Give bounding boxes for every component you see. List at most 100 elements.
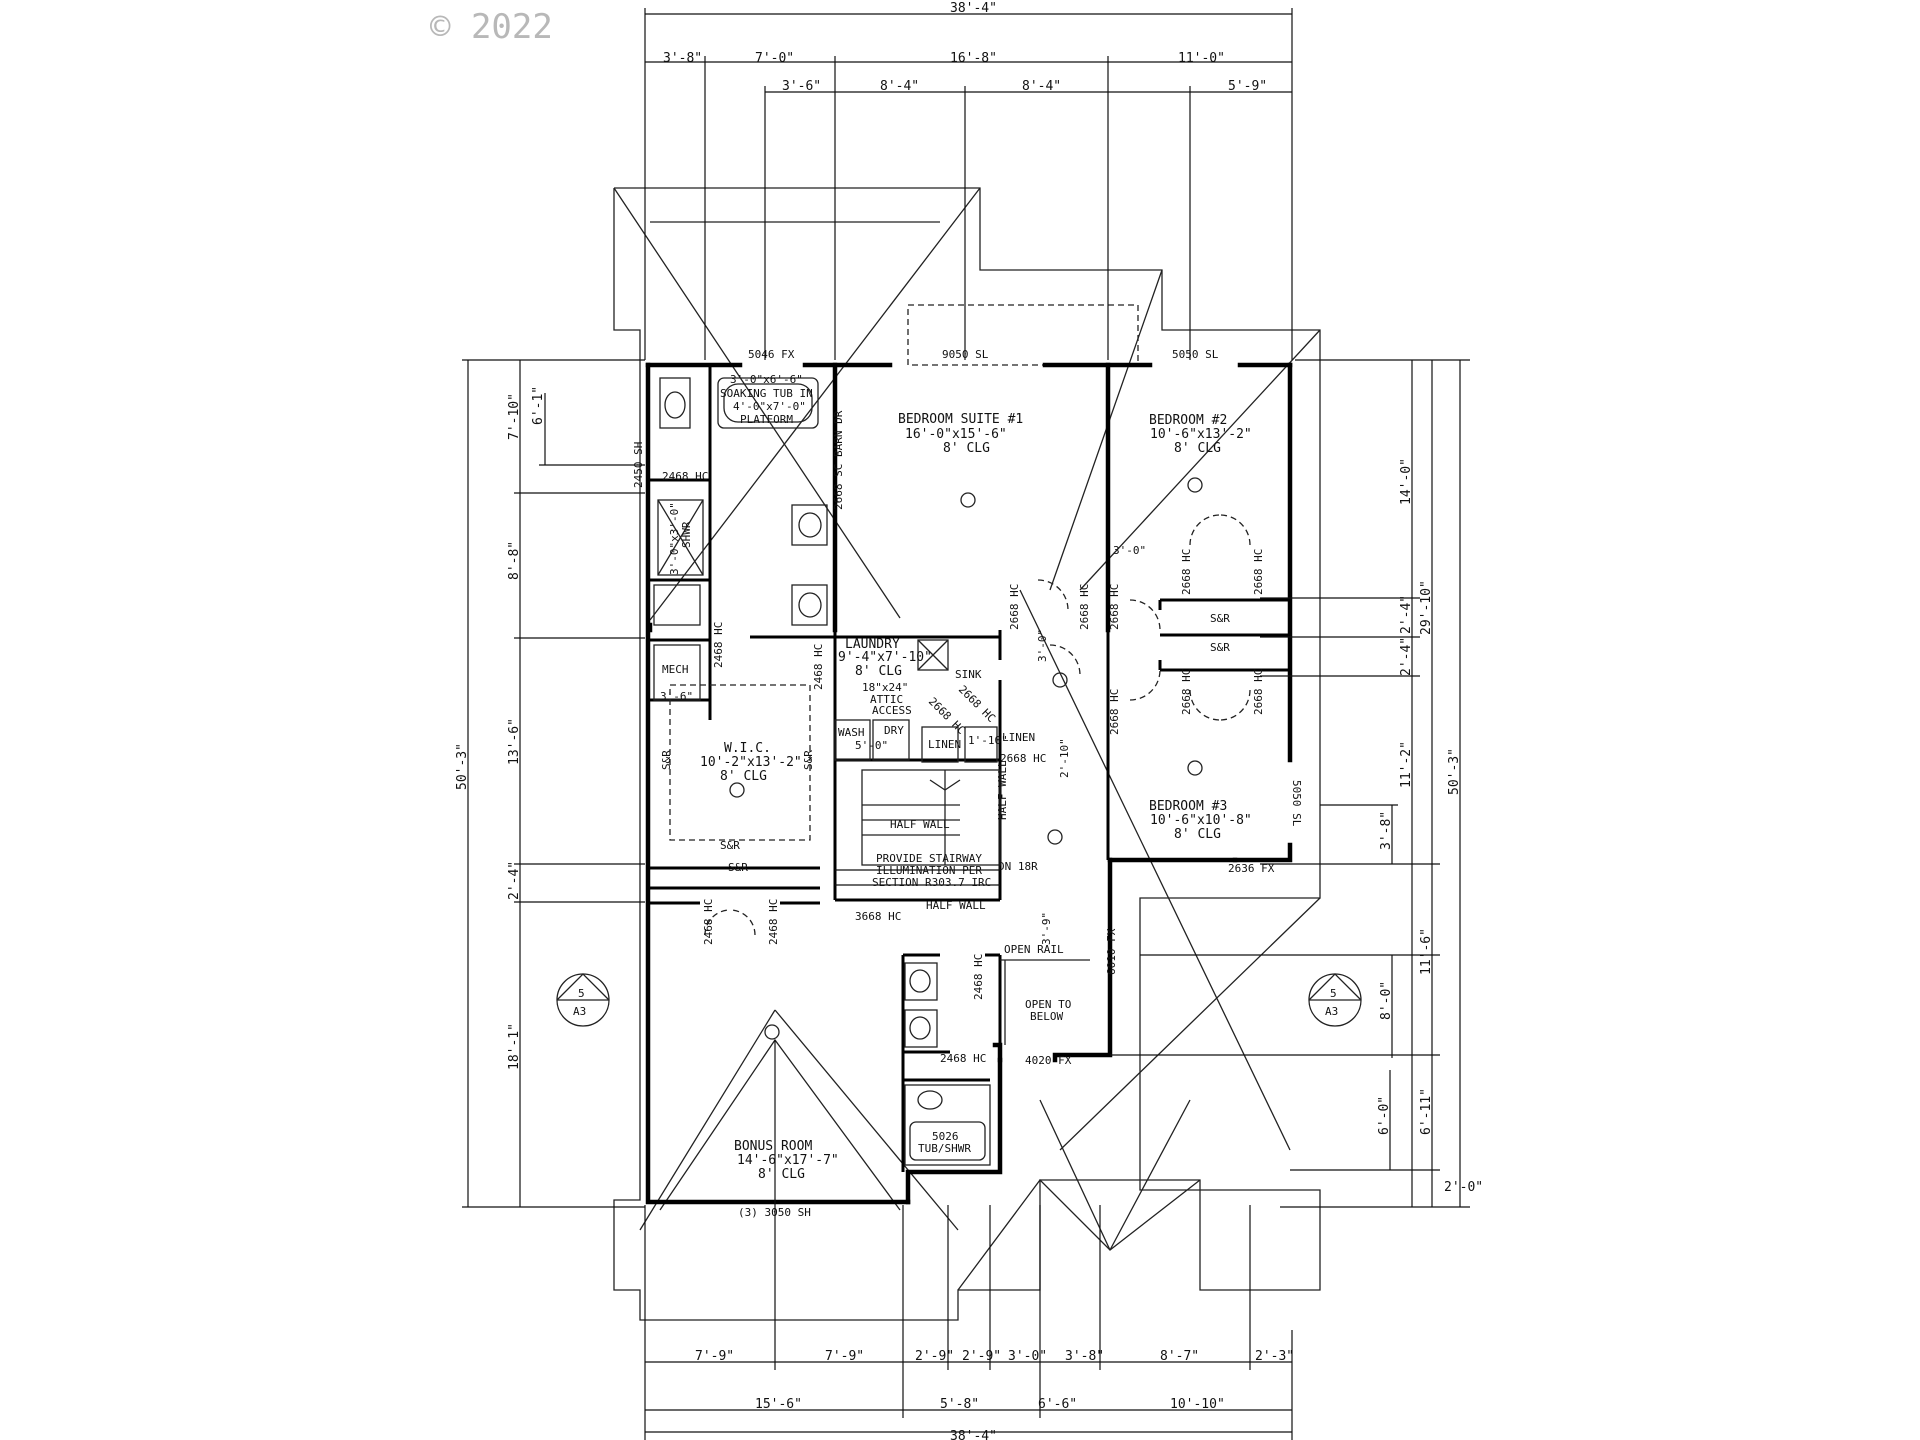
shower-size: 3'-0"x3'-0" [668,502,681,575]
sr-5: S&R [1210,612,1230,625]
mech-dim: 3'-6" [660,690,693,703]
sink-label: SINK [955,668,982,681]
wash-label: WASH [838,726,865,739]
bottom-dim-2: 7'-9" [825,1349,864,1364]
window-label-6010fx: 6010 FX [1105,928,1118,975]
section-right-num: 5 [1330,987,1337,1000]
right-dim-2: 2'-4" [1399,595,1414,634]
door-labels: 2468 HC 2668 SC BARN DR 2668 HC 2668 HC … [662,410,1265,1065]
open-below-1: OPEN TO [1025,998,1071,1011]
top-dim-8: 5'-9" [1228,79,1267,94]
interior-walls [650,365,1290,1172]
window-label-5046fx: 5046 FX [748,348,795,361]
stair-down-label: DN 18R [998,860,1038,873]
right-dim-3: 2'-4" [1399,637,1414,676]
door-label-16: 3668 HC [855,910,901,923]
right-dim-1: 14'-0" [1399,458,1414,505]
window-label-5050sl: 5050 SL [1172,348,1219,361]
window-label-4020fx: 4020 FX [1025,1054,1072,1067]
dim-label-a: 2'-10" [1058,738,1071,778]
right-dimensions: 14'-0" 2'-4" 2'-4" 11'-2" 29'-10" 50'-3"… [1110,359,1483,1208]
window-label-2636fx: 2636 FX [1228,862,1275,875]
exterior-walls [645,362,1293,1205]
door-label-14: 2668 HC [926,695,968,737]
open-below-2: BELOW [1030,1010,1063,1023]
door-label-10: 2668 HC [1108,689,1121,735]
linen-dim: 1'-10" [968,734,1008,747]
section-left-sheet: A3 [573,1005,586,1018]
room-size-bedroom-3: 10'-6"x10'-8" [1150,813,1252,828]
top-dim-2: 7'-0" [755,51,794,66]
door-label-4: 2668 HC [1078,584,1091,630]
door-label-11: 2468 HC [712,622,725,668]
left-dim-3: 13'-6" [507,718,522,765]
top-dim-4: 11'-0" [1178,51,1225,66]
linen-label-2: LINEN [1002,731,1035,744]
dim-label-b: 3'-0" [1036,629,1049,662]
door-swings [704,514,1251,936]
tub-label-3: 4'-0"x7'-0" [733,400,806,413]
right-dim-10: 6'-0" [1377,1096,1392,1135]
bottom-overall-dim: 38'-4" [950,1429,997,1440]
door-label-13: 2668 HC [956,683,998,725]
attic-label-3: ACCESS [872,704,912,717]
window-label-3050sh: (3) 3050 SH [738,1206,811,1219]
tub-label-2: SOAKING TUB IN [720,387,813,400]
left-dim-5: 18'-1" [507,1023,522,1070]
door-label-7: 2668 HC [1252,549,1265,595]
door-label-8: 2668 HC [1180,669,1193,715]
room-labels: BEDROOM SUITE #1 16'-0"x15'-6" 8' CLG BE… [700,412,1252,1182]
room-clg-bonus: 8' CLG [758,1167,805,1182]
sr-2: S&R [802,750,815,770]
half-wall-1: HALF WALL [890,818,950,831]
room-size-laundry: 9'-4"x7'-10" [838,650,932,665]
stair-note-1: PROVIDE STAIRWAY [876,852,982,865]
bottom-dim-3: 2'-9" [915,1349,954,1364]
door-label-17: 2468 HC [702,899,715,945]
door-label-19: 2468 HC [972,954,985,1000]
room-clg-wic: 8' CLG [720,769,767,784]
dry-label: DRY [884,724,904,737]
right-dim-6: 11'-6" [1419,928,1434,975]
top-dim-3: 16'-8" [950,51,997,66]
bottom-dimensions: 7'-9" 7'-9" 2'-9" 2'-9" 3'-0" 3'-8" 8'-7… [644,1040,1294,1440]
room-name-bedroom-3: BEDROOM #3 [1149,799,1227,814]
bottom-dim-9: 15'-6" [755,1397,802,1412]
door-label-5: 2668 HC [1108,584,1121,630]
right-dim-4: 11'-2" [1399,741,1414,788]
top-dim-1: 3'-8" [663,51,702,66]
bottom-dim-11: 6'-6" [1038,1397,1077,1412]
room-size-bonus: 14'-6"x17'-7" [737,1153,839,1168]
left-inner-dim: 6'-1" [531,386,546,425]
room-name-wic: W.I.C. [724,741,771,756]
right-overall-dim: 50'-3" [1447,748,1462,795]
wd-dim: 5'-0" [855,739,888,752]
room-name-laundry: LAUNDRY [845,637,900,652]
door-label-barn: 2668 SC BARN DR [832,410,845,510]
mech-label: MECH [662,663,689,676]
ceiling-lights [729,477,1203,1040]
sr-3: S&R [720,839,740,852]
room-name-bonus: BONUS ROOM [734,1139,812,1154]
window-label-9050sl: 9050 SL [942,348,989,361]
attic-label-1: 18"x24" [862,681,908,694]
top-dimensions: 38'-4" 3'-8" 7'-0" 16'-8" 11'-0" 3'-6" 8… [644,1,1293,360]
right-dim-9: 8'-0" [1379,981,1394,1020]
right-dim-7: 6'-11" [1419,1088,1434,1135]
room-clg-laundry: 8' CLG [855,664,902,679]
room-name-bedroom-suite: BEDROOM SUITE #1 [898,412,1023,427]
tub-label-4: PLATFORM [740,413,793,426]
sr-1: S&R [660,750,673,770]
fixtures [653,377,1090,1166]
left-dim-2: 8'-8" [507,541,522,580]
door-label-18: 2468 HC [767,899,780,945]
left-overall-dim: 50'-3" [455,743,470,790]
copyright-watermark: © 2022 [430,7,553,47]
bottom-dim-1: 7'-9" [695,1349,734,1364]
roof-outline [613,187,1321,1321]
section-left-num: 5 [578,987,585,1000]
bottom-dim-7: 8'-7" [1160,1349,1199,1364]
sr-6: S&R [1210,641,1230,654]
window-label-5050sl-side: 5050 SL [1290,780,1303,827]
door-label-1: 2468 HC [662,470,708,483]
